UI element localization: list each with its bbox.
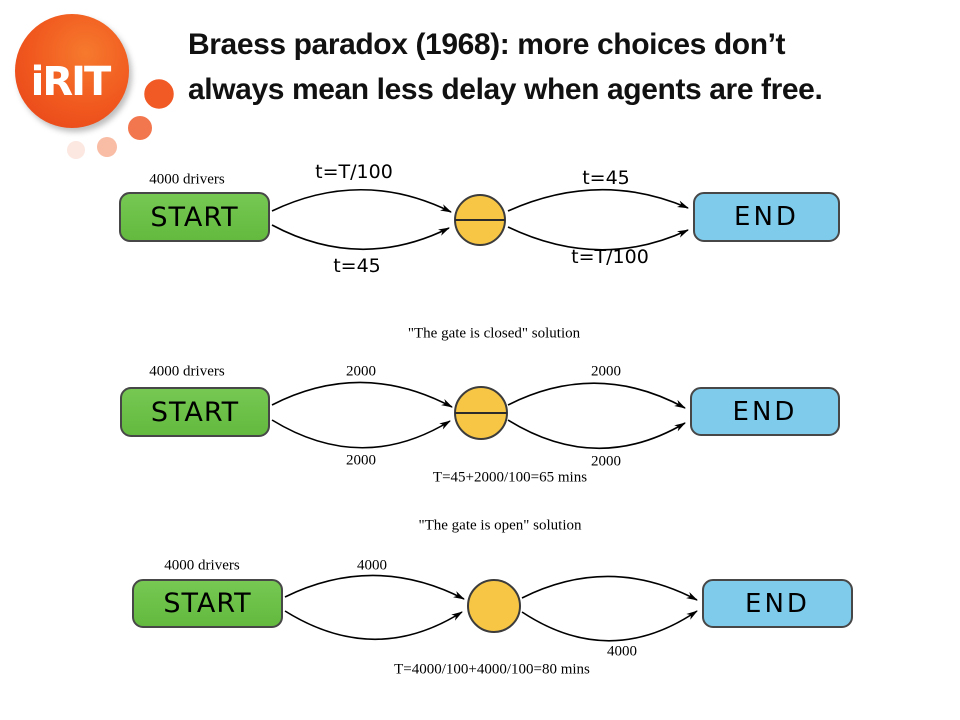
edge-top-right-3	[521, 575, 698, 601]
gate-node-open-3	[467, 579, 521, 633]
edge-label-bottom-left: t=45	[333, 255, 381, 277]
travel-time-caption: T=4000/100+4000/100=80 mins	[394, 661, 590, 678]
diagram-title: "The gate is open" solution	[418, 517, 582, 534]
edge-bottom-right-2	[507, 419, 686, 450]
end-node: END	[690, 387, 840, 436]
edge-bottom-left-3	[284, 610, 463, 640]
logo-dot-4	[67, 141, 85, 159]
drivers-label: 4000 drivers	[164, 557, 240, 574]
logo-text: iRIT	[31, 59, 112, 105]
edge-bottom-right-3	[521, 610, 698, 642]
edge-label-top-right: 2000	[591, 363, 621, 380]
edge-label-top-left: t=T/100	[315, 161, 393, 183]
edge-top-left-2	[271, 381, 453, 408]
edge-label-top-left: 4000	[357, 557, 387, 574]
edge-label-top-left: 2000	[346, 363, 376, 380]
start-node: START	[132, 579, 283, 628]
edge-label-bottom-right: 4000	[607, 643, 637, 660]
edge-label-bottom-left: 2000	[346, 452, 376, 469]
start-node: START	[120, 387, 270, 437]
logo-dot-2	[126, 114, 154, 142]
logo-dot-1	[141, 76, 177, 112]
diagram-gate-open	[284, 574, 698, 642]
edge-label-bottom-right: 2000	[591, 453, 621, 470]
edge-bottom-right-1	[507, 226, 689, 251]
edge-top-left-1	[271, 188, 452, 213]
start-node: START	[119, 192, 270, 242]
edge-bottom-left-2	[271, 419, 451, 449]
diagram-title: "The gate is closed" solution	[407, 325, 581, 342]
edge-label-top-right: t=45	[582, 167, 630, 189]
irit-logo: iRIT	[15, 14, 177, 159]
edge-top-right-2	[507, 382, 686, 409]
slide-title: Braess paradox (1968): more choices don’…	[188, 28, 823, 106]
travel-time-caption: T=45+2000/100=65 mins	[432, 469, 588, 486]
end-node: END	[702, 579, 853, 628]
logo-main-circle	[15, 14, 129, 128]
diagram-gate-closed	[271, 381, 686, 450]
edge-top-right-1	[507, 188, 689, 212]
logo-dot-3	[97, 137, 117, 157]
drivers-label: 4000 drivers	[149, 171, 225, 188]
edge-top-left-3	[284, 574, 465, 600]
diagram-cost-functions	[271, 188, 689, 251]
edge-bottom-left-1	[271, 224, 450, 251]
drivers-label: 4000 drivers	[149, 363, 225, 380]
edge-label-bottom-right: t=T/100	[571, 246, 649, 268]
end-node: END	[693, 192, 840, 242]
